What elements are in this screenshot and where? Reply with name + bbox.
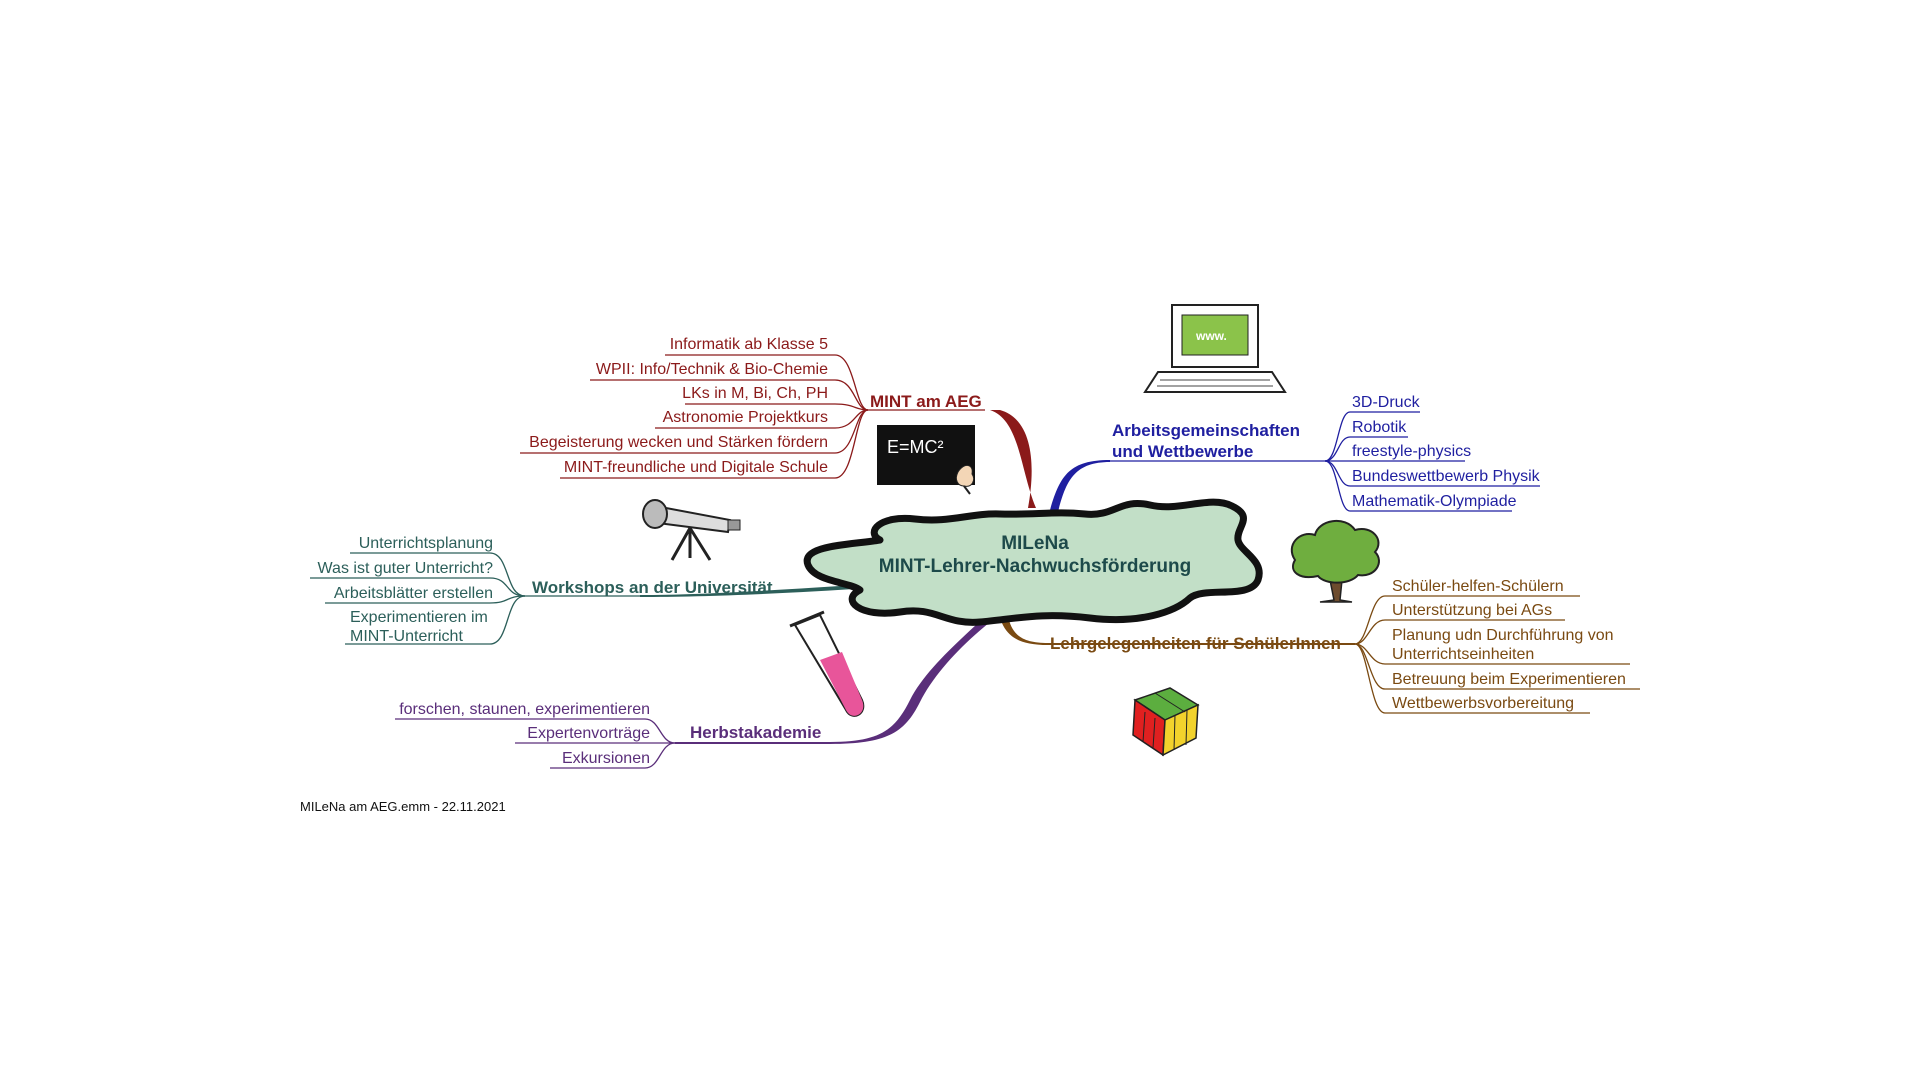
branch-title-herbst: Herbstakademie	[690, 723, 822, 742]
footer-filename: MILeNa am AEG.emm - 22.11.2021	[300, 799, 506, 814]
herbst-item-2: Expertenvorträge	[527, 725, 650, 742]
lehr-item-2: Unterstützung bei AGs	[1392, 602, 1553, 619]
lehr-item-1: Schüler-helfen-Schülern	[1392, 578, 1564, 595]
center-cloud	[803, 498, 1263, 626]
ag-item-1: 3D-Druck	[1352, 394, 1420, 411]
lehr-item-3-line2: Unterrichtseinheiten	[1392, 646, 1535, 663]
branch-title-workshops: Workshops an der Universität	[532, 578, 773, 597]
connector-workshops	[640, 584, 870, 597]
lehr-item-5: Wettbewerbsvorbereitung	[1392, 695, 1575, 712]
branch-title-ag-line1: Arbeitsgemeinschaften	[1112, 421, 1300, 440]
mint-aeg-item-5: Begeisterung wecken und Stärken fördern	[529, 434, 828, 451]
branch-title-ag-line2: und Wettbewerbe	[1112, 442, 1254, 461]
ag-item-5: Mathematik-Olympiade	[1352, 493, 1517, 510]
workshops-item-4-line1: Experimentieren im	[350, 609, 488, 626]
mint-aeg-item-6: MINT-freundliche und Digitale Schule	[563, 459, 828, 476]
connector-mint-aeg	[985, 410, 1036, 508]
center-title: MILeNa MINT-Lehrer-Nachwuchsförderung	[810, 532, 1260, 578]
lehr-item-4: Betreuung beim Experimentieren	[1392, 671, 1626, 688]
computer-image: www.	[1143, 304, 1287, 393]
ag-lines	[1110, 411, 1540, 512]
herbst-item-3: Exkursionen	[561, 750, 650, 767]
workshops-item-4-line2: MINT-Unterricht	[350, 628, 463, 645]
mint-aeg-item-2: WPII: Info/Technik & Bio-Chemie	[595, 361, 828, 378]
ag-item-2: Robotik	[1352, 419, 1407, 436]
blackboard-text: E=MC²	[887, 437, 944, 457]
mint-aeg-lines	[520, 354, 985, 479]
herbst-item-1: forschen, staunen, experimentieren	[399, 701, 650, 718]
mint-aeg-item-4: Astronomie Projektkurs	[662, 409, 828, 426]
rubiks-cube-image	[1132, 687, 1200, 757]
telescope-image	[642, 499, 741, 561]
herbst-lines	[395, 718, 676, 769]
blackboard-image: E=MC²	[877, 425, 975, 495]
ag-item-3: freestyle-physics	[1352, 443, 1472, 460]
workshops-lines	[310, 552, 640, 645]
mint-aeg-item-1: Informatik ab Klasse 5	[669, 336, 828, 353]
computer-screen-text: www.	[1195, 329, 1227, 343]
tree-image	[1290, 520, 1380, 603]
connector-ag	[1050, 460, 1110, 512]
workshops-item-1: Unterrichtsplanung	[358, 535, 493, 552]
branch-title-lehr: Lehrgelegenheiten für SchülerInnen	[1050, 634, 1341, 653]
ag-item-4: Bundeswettbewerb Physik	[1352, 468, 1540, 485]
workshops-item-2: Was ist guter Unterricht?	[317, 560, 493, 577]
lehr-item-3-line1: Planung udn Durchführung von	[1392, 627, 1614, 644]
mint-aeg-item-3: LKs in M, Bi, Ch, PH	[682, 385, 828, 402]
center-title-line1: MILeNa	[1001, 533, 1069, 554]
workshops-item-3: Arbeitsblätter erstellen	[333, 585, 493, 602]
connector-herbst	[675, 612, 998, 744]
test-tube-image	[789, 610, 865, 717]
lehr-lines	[1354, 595, 1640, 714]
branch-title-mint-aeg: MINT am AEG	[870, 392, 982, 411]
center-title-line2: MINT-Lehrer-Nachwuchsförderung	[878, 556, 1192, 577]
